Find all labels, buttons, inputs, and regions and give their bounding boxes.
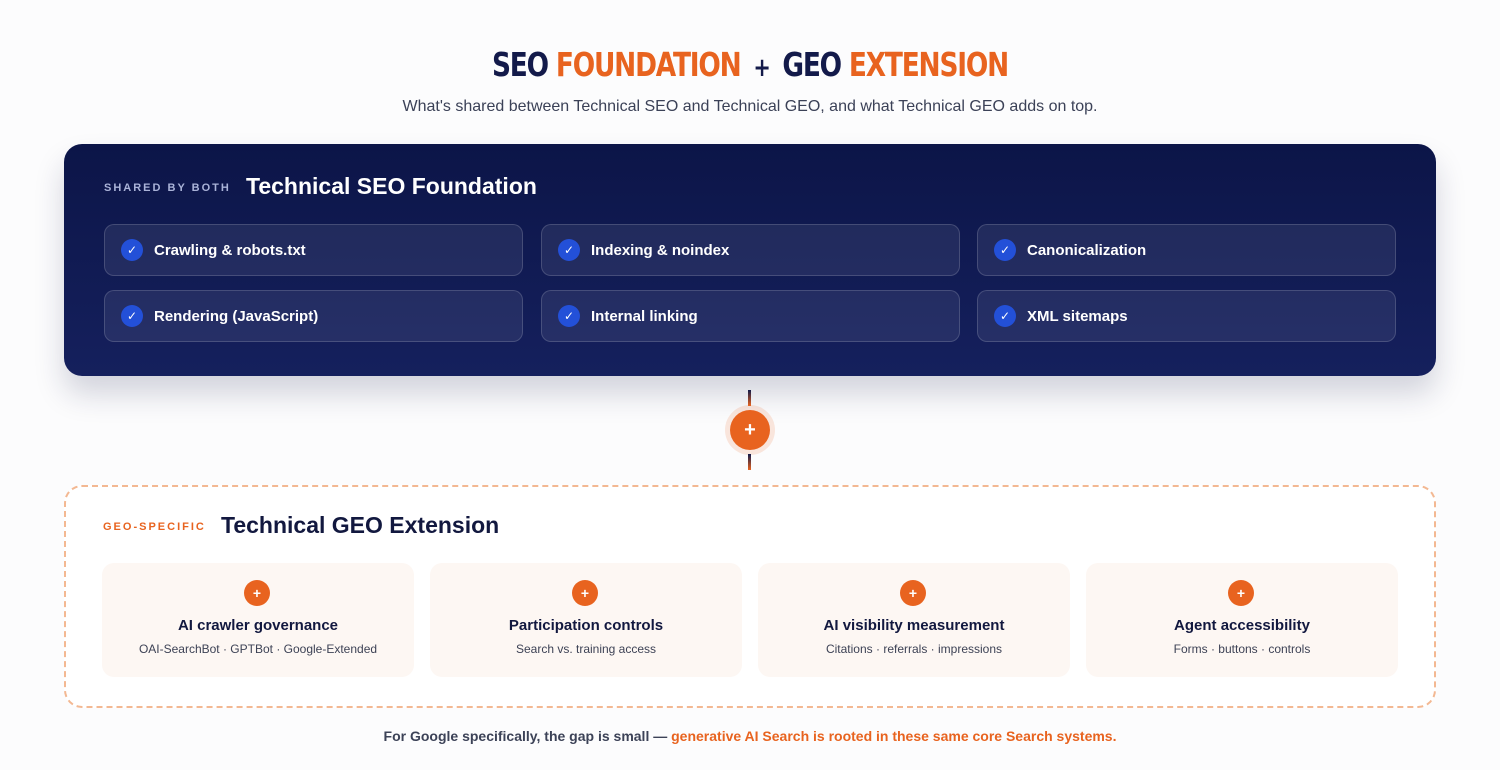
- foundation-item: ✓ Canonicalization: [977, 224, 1396, 276]
- checkmark-icon: ✓: [994, 239, 1016, 261]
- foundation-panel: SHARED BY BOTH Technical SEO Foundation …: [64, 144, 1436, 376]
- plus-icon: +: [1228, 580, 1254, 606]
- footnote: For Google specifically, the gap is smal…: [0, 728, 1500, 744]
- footnote-lead: For Google specifically, the gap is smal…: [383, 728, 672, 744]
- checkmark-icon: ✓: [121, 305, 143, 327]
- checkmark-icon: ✓: [121, 239, 143, 261]
- extension-heading: Technical GEO Extension: [221, 512, 500, 538]
- page-subtitle: What's shared between Technical SEO and …: [402, 98, 1098, 115]
- extension-card-title: Participation controls: [508, 617, 664, 634]
- page-title: SEO FOUNDATION + GEO EXTENSION: [150, 44, 1350, 89]
- extension-card-title: AI visibility measurement: [823, 617, 1005, 634]
- foundation-item-label: Crawling & robots.txt: [154, 241, 306, 259]
- extension-card-title: AI crawler governance: [177, 617, 339, 634]
- extension-card-desc: Forms · buttons · controls: [1173, 642, 1311, 656]
- title-geo: GEO: [782, 45, 842, 84]
- checkmark-icon: ✓: [994, 305, 1016, 327]
- title-foundation: FOUNDATION: [555, 45, 742, 84]
- title-seo: SEO: [491, 45, 549, 84]
- foundation-item-label: XML sitemaps: [1027, 307, 1128, 325]
- title-plus: +: [753, 53, 770, 83]
- foundation-item-label: Rendering (JavaScript): [154, 307, 319, 325]
- extension-card: + Participation controls Search vs. trai…: [430, 563, 742, 677]
- plus-icon: +: [244, 580, 270, 606]
- connector-line-top: [748, 390, 751, 406]
- extension-kicker: GEO-SPECIFIC: [103, 521, 206, 533]
- plus-icon: +: [730, 410, 770, 450]
- checkmark-icon: ✓: [558, 239, 580, 261]
- foundation-heading: Technical SEO Foundation: [246, 173, 537, 199]
- plus-icon: +: [572, 580, 598, 606]
- foundation-item-label: Internal linking: [591, 307, 698, 325]
- foundation-item: ✓ Internal linking: [541, 290, 960, 342]
- checkmark-icon: ✓: [558, 305, 580, 327]
- extension-card-desc: Citations · referrals · impressions: [825, 642, 1003, 656]
- extension-card-desc: Search vs. training access: [515, 642, 657, 656]
- extension-card: + AI crawler governance OAI-SearchBot · …: [102, 563, 414, 677]
- foundation-item: ✓ Indexing & noindex: [541, 224, 960, 276]
- extension-card-desc: OAI-SearchBot · GPTBot · Google-Extended: [138, 642, 378, 656]
- connector-line-bottom: [748, 454, 751, 470]
- extension-card: + Agent accessibility Forms · buttons · …: [1086, 563, 1398, 677]
- title-extension: EXTENSION: [848, 45, 1009, 84]
- foundation-item: ✓ Crawling & robots.txt: [104, 224, 523, 276]
- foundation-item-label: Indexing & noindex: [591, 241, 730, 259]
- extension-panel: GEO-SPECIFIC Technical GEO Extension + A…: [64, 485, 1436, 708]
- footnote-highlight: generative AI Search is rooted in these …: [671, 728, 1117, 744]
- foundation-item-label: Canonicalization: [1027, 241, 1147, 259]
- extension-card: + AI visibility measurement Citations · …: [758, 563, 1070, 677]
- foundation-kicker: SHARED BY BOTH: [104, 182, 231, 194]
- plus-icon: +: [900, 580, 926, 606]
- foundation-item: ✓ XML sitemaps: [977, 290, 1396, 342]
- extension-card-title: Agent accessibility: [1174, 617, 1310, 634]
- foundation-item: ✓ Rendering (JavaScript): [104, 290, 523, 342]
